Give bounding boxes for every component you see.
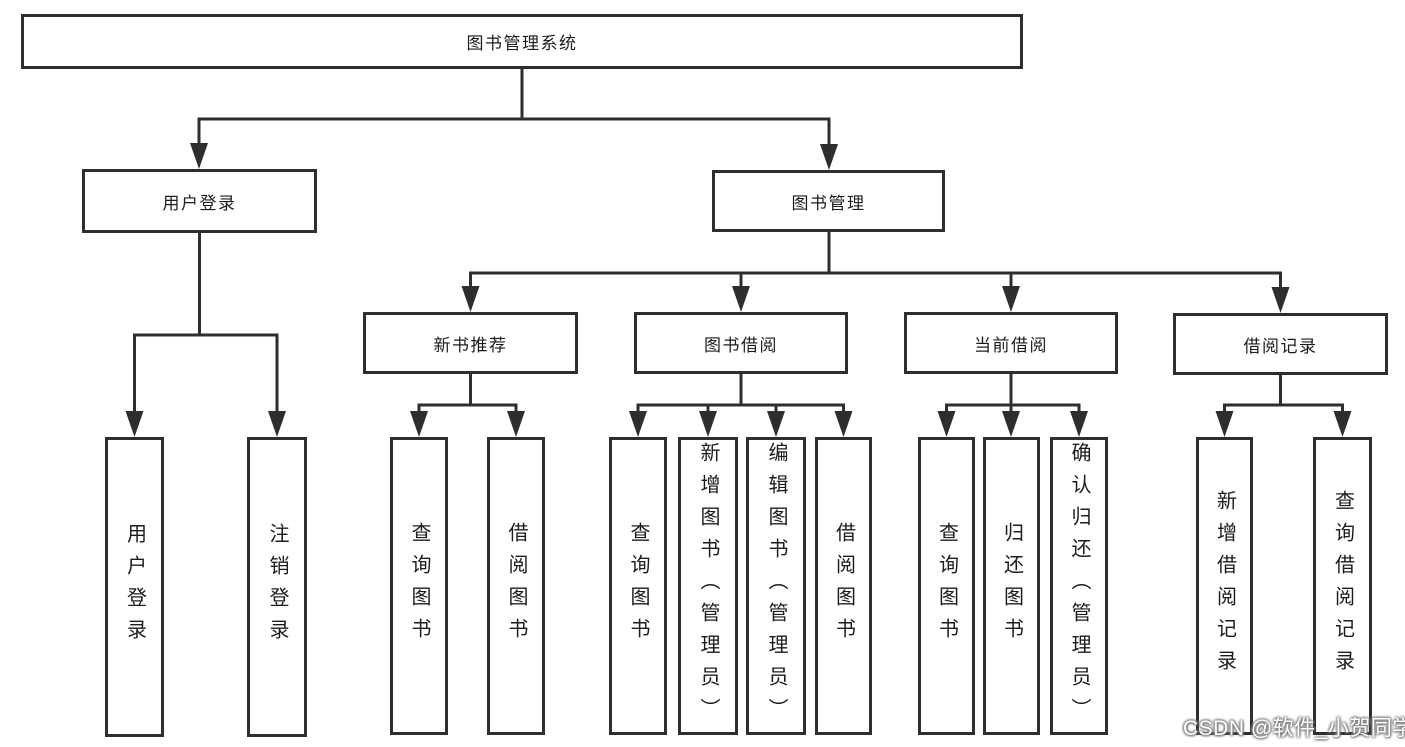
arrowhead <box>820 144 838 170</box>
connector-current-children <box>945 403 1081 415</box>
node-label: 用户登录 <box>162 193 237 213</box>
leaf-add-book-admin: 新增图书（管理员） <box>678 437 738 735</box>
connector-level3 <box>469 271 1282 290</box>
arrowhead <box>507 411 525 437</box>
node-label: 用户登录 <box>123 523 146 651</box>
arrowhead <box>834 411 853 437</box>
connector-records-children <box>1223 403 1344 415</box>
leaf-logout: 注销登录 <box>247 437 307 737</box>
node-label: 查询图书 <box>627 522 649 650</box>
arrowhead <box>1002 286 1020 312</box>
leaf-query-books: 查询图书 <box>918 437 975 735</box>
leaf-query-books: 查询图书 <box>609 437 667 735</box>
node-user-login: 用户登录 <box>82 169 317 233</box>
node-label: 编辑图书（管理员） <box>765 442 787 730</box>
arrowhead <box>125 411 144 437</box>
leaf-add-borrow-record: 新增借阅记录 <box>1196 437 1253 735</box>
arrowhead <box>410 411 428 437</box>
leaf-borrow-books: 借阅图书 <box>487 437 545 735</box>
arrowhead <box>1002 411 1020 437</box>
node-book-management: 图书管理 <box>712 170 945 232</box>
node-label: 确认归还（管理员） <box>1068 442 1090 730</box>
node-label: 图书借阅 <box>704 335 778 355</box>
node-label: 查询图书 <box>935 522 958 650</box>
node-label: 查询图书 <box>408 522 430 650</box>
node-label: 新书推荐 <box>433 335 508 355</box>
connector-rec-children <box>417 403 518 415</box>
arrowhead <box>1070 411 1088 437</box>
arrowhead <box>1215 411 1234 437</box>
arrowhead <box>268 411 286 437</box>
arrowhead <box>699 411 717 437</box>
arrowhead <box>767 411 785 437</box>
node-label: 借阅图书 <box>832 522 855 650</box>
leaf-query-borrow-record: 查询借阅记录 <box>1313 437 1372 735</box>
leaf-user-login: 用户登录 <box>105 437 164 737</box>
connector-borrow-children <box>636 403 845 415</box>
arrowhead <box>1271 287 1290 313</box>
arrowhead <box>937 411 956 437</box>
node-label: 查询借阅记录 <box>1331 490 1354 682</box>
node-book-borrowing: 图书借阅 <box>634 312 848 374</box>
csdn-watermark: CSDN @软件_小贺同学 <box>1183 717 1405 740</box>
node-new-book-recommendation: 新书推荐 <box>363 312 578 374</box>
connector-login-children <box>133 333 279 415</box>
arrowhead <box>732 286 750 312</box>
leaf-confirm-return-admin: 确认归还（管理员） <box>1050 437 1108 735</box>
node-library-management-system: 图书管理系统 <box>21 14 1023 69</box>
node-label: 图书管理系统 <box>466 34 578 53</box>
node-label: 当前借阅 <box>974 335 1048 355</box>
node-label: 新增图书（管理员） <box>697 442 719 730</box>
connector-level2 <box>197 117 831 148</box>
node-current-borrowing: 当前借阅 <box>904 312 1118 374</box>
node-label: 图书管理 <box>791 193 866 213</box>
arrowhead <box>461 286 480 312</box>
node-label: 借阅图书 <box>505 522 527 650</box>
node-label: 借阅记录 <box>1243 336 1318 356</box>
leaf-edit-book-admin: 编辑图书（管理员） <box>746 437 806 735</box>
arrowhead <box>190 143 208 169</box>
node-label: 注销登录 <box>266 523 288 651</box>
leaf-borrow-books: 借阅图书 <box>815 437 872 735</box>
arrowhead <box>629 411 647 437</box>
node-borrowing-records: 借阅记录 <box>1173 313 1388 375</box>
node-label: 新增借阅记录 <box>1213 490 1236 682</box>
node-label: 归还图书 <box>1000 522 1023 650</box>
arrowhead <box>1333 411 1352 437</box>
leaf-query-books: 查询图书 <box>390 437 448 735</box>
leaf-return-book: 归还图书 <box>983 437 1040 735</box>
